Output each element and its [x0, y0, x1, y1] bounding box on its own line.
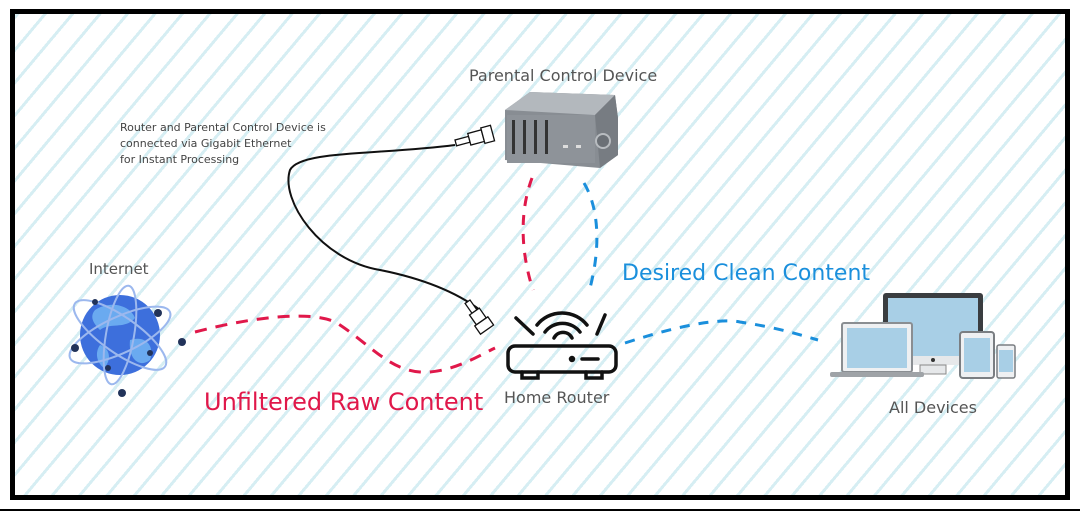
ethernet-cable: [287, 144, 481, 311]
parental-control-box-icon: [505, 92, 618, 168]
cable-note-line-1: Router and Parental Control Device is: [120, 121, 326, 134]
unfiltered-content-label: Unfiltered Raw Content: [204, 388, 484, 416]
wifi-router-icon: [506, 311, 618, 380]
desired-content-label: Desired Clean Content: [622, 261, 871, 286]
ethernet-connector-top-icon: [454, 124, 496, 147]
cable-note-line-2: connected via Gigabit Ethernet: [120, 137, 292, 150]
cable-note-line-3: for Instant Processing: [120, 153, 240, 166]
clean-content-flow-router-to-devices: [624, 319, 819, 345]
home-router-label: Home Router: [504, 388, 610, 407]
cable-note: Router and Parental Control Device is co…: [120, 120, 326, 168]
parental-device-label: Parental Control Device: [469, 66, 658, 85]
multi-device-icon: [830, 293, 1016, 379]
raw-content-flow-router-to-device: [521, 177, 535, 291]
bottom-divider: [0, 509, 1080, 511]
globe-network-icon: [68, 284, 186, 397]
all-devices-label: All Devices: [889, 398, 977, 417]
ethernet-connector-bottom-icon: [464, 299, 495, 336]
internet-label: Internet: [89, 260, 149, 278]
diagram-frame: [10, 9, 1070, 500]
raw-content-flow-internet-to-router: [194, 314, 496, 374]
clean-content-flow-device-to-router: [582, 182, 599, 289]
